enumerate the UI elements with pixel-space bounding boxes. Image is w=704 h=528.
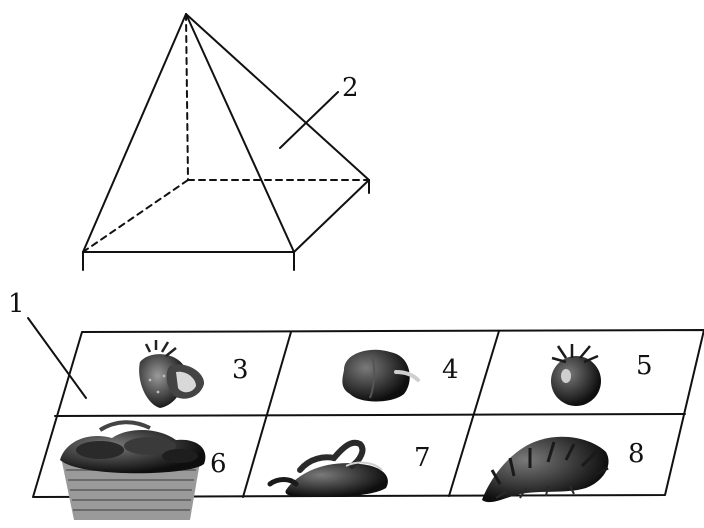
pyramid-edge [185, 13, 295, 253]
label-6: 6 [210, 449, 227, 479]
vegetable-basket-icon [60, 420, 206, 520]
leafy-greens-icon [482, 436, 609, 503]
label-3: 3 [232, 355, 249, 385]
bell-pepper-icon [342, 349, 420, 402]
pyramid-edge [185, 13, 370, 181]
eggplant-icon [267, 439, 388, 498]
tray-leader-line [27, 317, 87, 399]
pyramid-edge [82, 13, 187, 253]
pyramid-leader-line [279, 91, 339, 149]
tray-outline [32, 329, 704, 498]
pyramid: 2 [82, 13, 370, 271]
tomato-icon [551, 344, 601, 406]
label-7: 7 [414, 443, 431, 473]
tray-column-divider [448, 330, 500, 497]
tray: 1 [8, 289, 704, 498]
label-2: 2 [342, 73, 359, 103]
pyramid-hidden-edge [82, 179, 189, 253]
pyramid-base-right [293, 179, 370, 253]
label-1: 1 [8, 289, 25, 319]
tray-row-divider [54, 413, 686, 417]
strawberry-icon [139, 340, 205, 408]
label-8: 8 [628, 439, 645, 469]
tray-column-divider [242, 331, 292, 498]
pyramid-hidden-edge [185, 13, 189, 181]
label-4: 4 [442, 355, 459, 385]
label-5: 5 [636, 351, 653, 381]
